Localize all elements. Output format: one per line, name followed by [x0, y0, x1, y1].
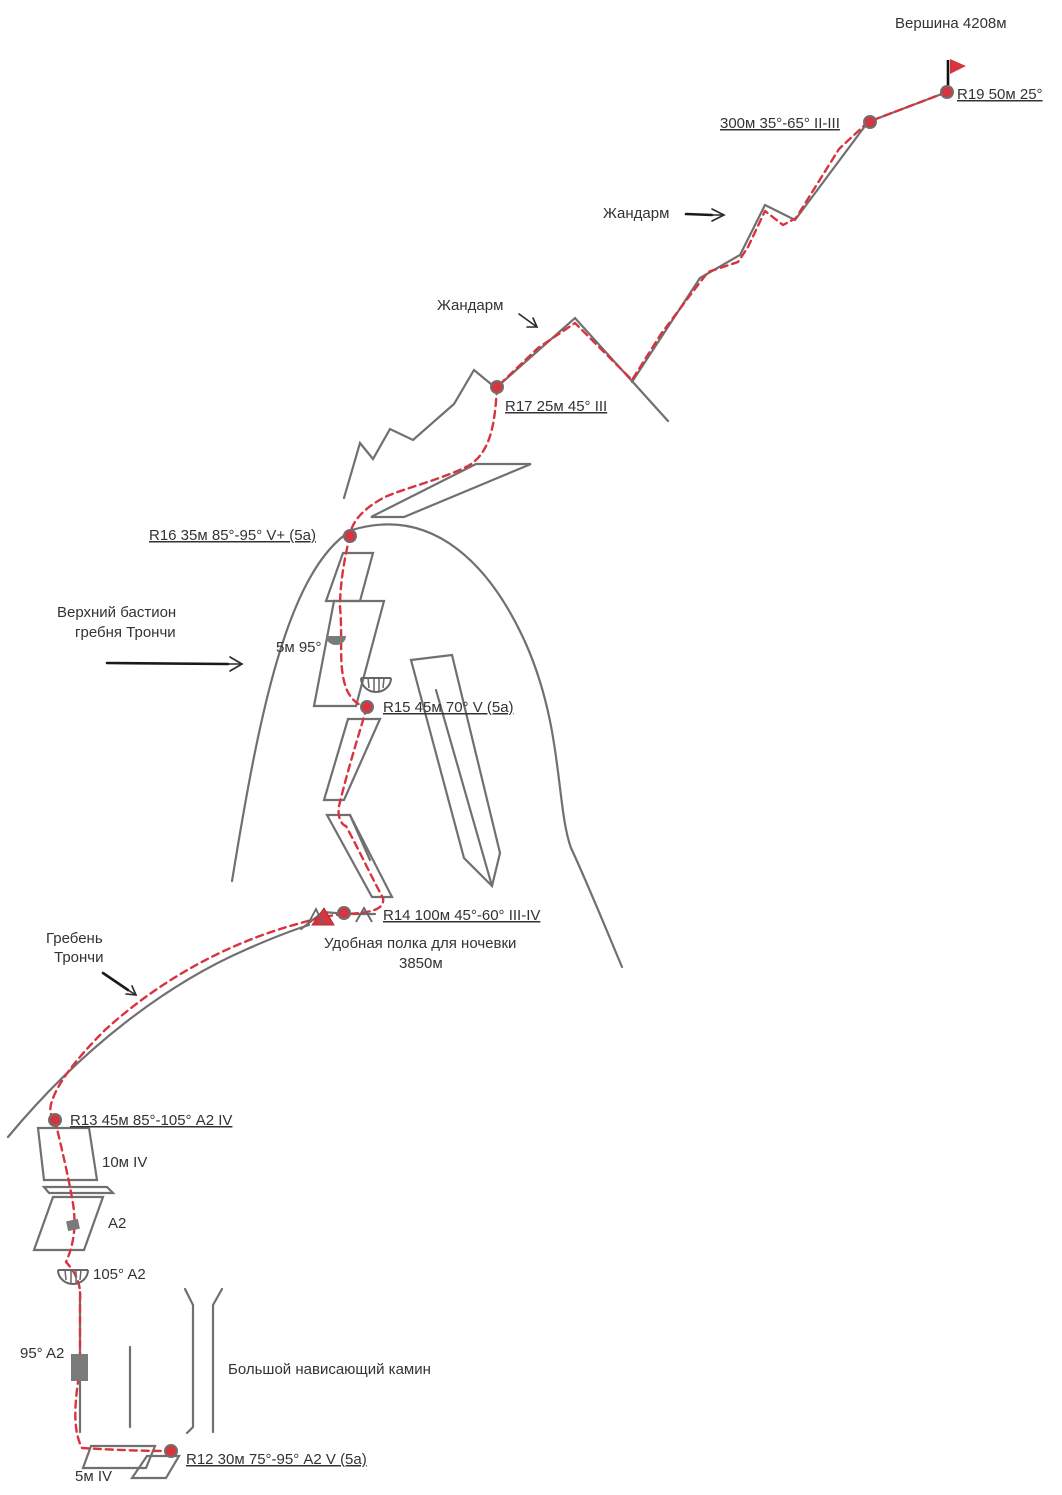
ridge-label-line2: Трончи — [54, 949, 103, 966]
lower-slab-1 — [36, 1126, 99, 1182]
aid-section-icon — [66, 1218, 80, 1232]
belay-station-icon-r17[interactable] — [490, 380, 504, 394]
lower-slab-ledge — [41, 1185, 116, 1195]
pitch-note-95-a2: 95° A2 — [20, 1345, 64, 1362]
route-line — [49, 90, 949, 1453]
jagged-ridge — [342, 368, 499, 500]
belay-station-icon-r15[interactable] — [360, 700, 374, 714]
belay-station-icon-r13[interactable] — [48, 1113, 62, 1127]
overhang-small-icon — [326, 636, 346, 645]
chimney-label: Большой нависающий камин — [228, 1361, 431, 1378]
aid-section-icon — [71, 1354, 88, 1381]
station-label-r13: R13 45м 85°-105° A2 IV — [70, 1112, 232, 1129]
station-label-r15: R15 45м 70° V (5а) — [383, 699, 514, 716]
arrow-icon — [101, 971, 138, 996]
route-r16-r15 — [338, 533, 369, 709]
feature-arrows — [101, 208, 726, 996]
pitch-note-10m-iv: 10м IV — [102, 1154, 147, 1171]
route-upper — [495, 90, 949, 389]
overhang-icon — [57, 1269, 89, 1285]
tronchi-ridge — [6, 923, 311, 1139]
station-label-r18: 300м 35°-65° II-III — [720, 115, 840, 132]
belay-station-icon-r19[interactable] — [940, 85, 954, 99]
arrow-icon — [684, 208, 726, 222]
base-slab-1 — [81, 1444, 157, 1470]
narrow-slab — [409, 653, 502, 889]
slab-block-1 — [324, 551, 375, 603]
pitch-note-105-a2: 105° A2 — [93, 1266, 146, 1283]
route-r17-r16 — [348, 385, 499, 537]
bivouac-tent-icon — [307, 906, 373, 926]
chimney-right-wall — [211, 1287, 224, 1434]
station-label-r17: R17 25м 45° III — [505, 398, 607, 415]
station-label-r16: R16 35м 85°-95° V+ (5а) — [149, 527, 316, 544]
ledge-label-line1: Удобная полка для ночевки — [324, 935, 516, 952]
ridge-label-line1: Гребень — [46, 930, 103, 947]
wedge-slab — [370, 462, 532, 519]
bastion-label-line1: Верхний бастион — [57, 604, 176, 621]
arrow-icon — [518, 313, 539, 328]
slab-block-3 — [322, 717, 382, 802]
narrow-slab-inner — [434, 688, 494, 888]
pitch-note-5m95: 5м 95° — [276, 639, 322, 656]
base-slab-2 — [129, 1454, 181, 1480]
overhang-icon — [360, 677, 392, 693]
gendarme-lower-label: Жандарм — [437, 297, 503, 314]
belay-stations — [48, 85, 954, 1458]
belay-station-icon-r14[interactable] — [337, 906, 351, 920]
route-r14-r13 — [49, 912, 346, 1122]
summit-label: Вершина 4208м — [895, 15, 1007, 32]
slab-block-2 — [312, 599, 386, 708]
ledge-label-line2: 3850м — [399, 955, 443, 972]
chimney-left-wall — [183, 1287, 195, 1435]
belay-station-icon-r12[interactable] — [164, 1444, 178, 1458]
pitch-note-a2: A2 — [108, 1215, 126, 1232]
route-r13-r12 — [53, 1118, 172, 1453]
route-r15-r14 — [337, 705, 385, 916]
upper-gendarme-outline — [495, 316, 670, 423]
lower-slab-2 — [32, 1195, 105, 1252]
station-label-r12: R12 30м 75°-95° A2 V (5а) — [186, 1451, 367, 1468]
station-label-r14: R14 100м 45°-60° III-IV — [383, 907, 540, 924]
upper-bastion-dome — [230, 523, 624, 969]
slab-block-4 — [325, 813, 394, 899]
belay-station-icon-r18[interactable] — [863, 115, 877, 129]
bastion-label-line2: гребня Трончи — [75, 624, 176, 641]
belay-station-icon-r16[interactable] — [343, 529, 357, 543]
pitch-note-5m-iv: 5м IV — [75, 1468, 112, 1485]
gendarme-upper-label: Жандарм — [603, 205, 669, 222]
arrow-icon — [105, 656, 244, 672]
labels: Вершина 4208м R19 50м 25° 300м 35°-65° I… — [20, 15, 1043, 1485]
station-label-r19: R19 50м 25° — [957, 86, 1043, 103]
summit-ridge — [630, 90, 949, 384]
slab-block-4-inner — [348, 813, 372, 862]
